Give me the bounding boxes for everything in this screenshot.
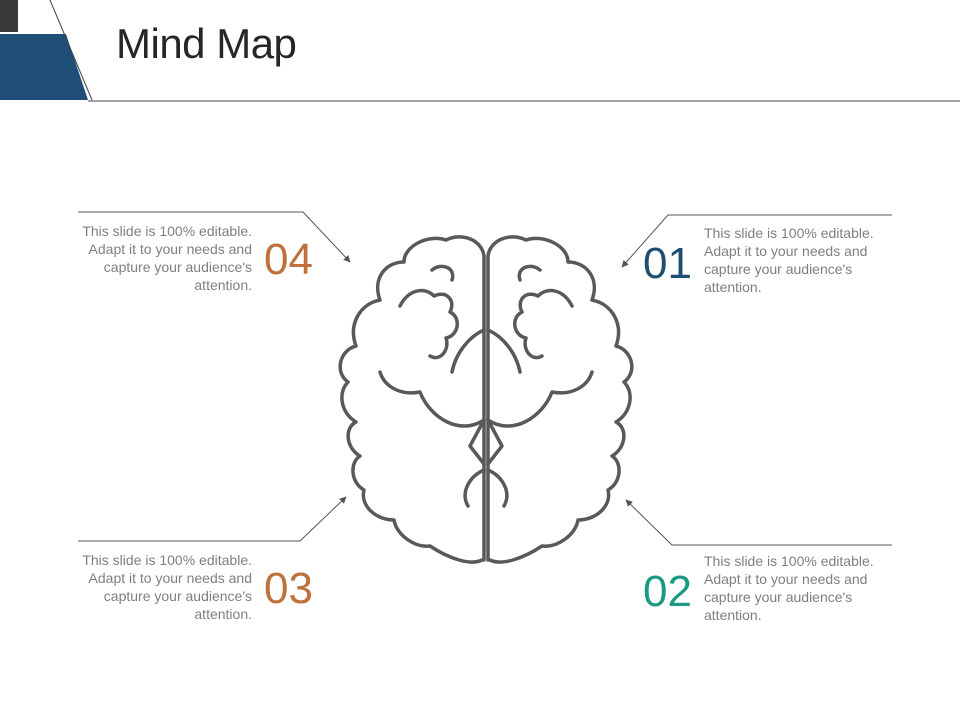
connector-02 — [625, 499, 892, 546]
header-accent-gray — [0, 0, 18, 32]
item-04-description: This slide is 100% editable. Adapt it to… — [82, 223, 252, 293]
item-02-number: 02 — [643, 567, 692, 616]
connector-04 — [78, 211, 351, 263]
item-02-description: This slide is 100% editable. Adapt it to… — [704, 553, 874, 623]
item-01-description: This slide is 100% editable. Adapt it to… — [704, 225, 874, 295]
connector-01 — [621, 214, 892, 268]
header-accent-blue — [0, 34, 88, 100]
connector-03 — [78, 496, 347, 542]
item-01-number: 01 — [643, 239, 692, 288]
item-03-number: 03 — [264, 564, 313, 613]
page-title: Mind Map — [116, 20, 297, 67]
item-04-number: 04 — [264, 235, 313, 284]
header-diagonal-line — [49, 0, 93, 101]
brain-icon — [338, 235, 634, 564]
header-decoration — [0, 0, 960, 102]
item-03-description: This slide is 100% editable. Adapt it to… — [82, 552, 252, 622]
